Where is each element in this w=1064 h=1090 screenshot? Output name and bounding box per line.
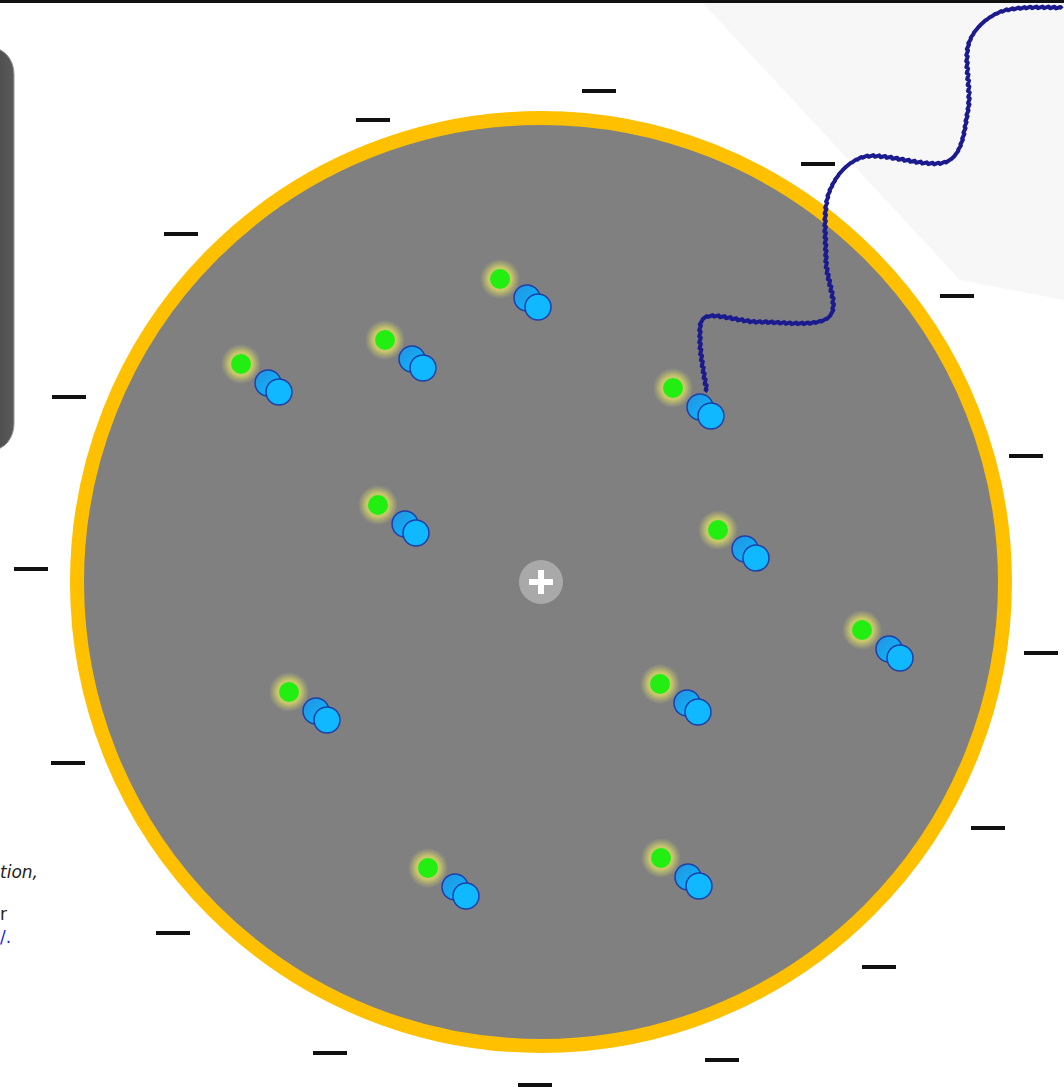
- molecule: [408, 848, 479, 909]
- side-panel: [0, 48, 14, 450]
- molecule-group: [221, 259, 913, 909]
- molecule: [365, 320, 436, 381]
- molecule: [842, 610, 913, 671]
- molecule: [269, 672, 340, 733]
- text-fragment: /.: [0, 927, 11, 947]
- minus-sign: [356, 118, 390, 122]
- minus-sign: [1009, 454, 1043, 458]
- minus-sign: [518, 1083, 552, 1087]
- molecule: [480, 259, 551, 320]
- minus-sign: [862, 965, 896, 969]
- text-fragment: r: [0, 904, 7, 924]
- top-rule: [0, 0, 1064, 3]
- molecule: [641, 838, 712, 899]
- molecule: [221, 344, 292, 405]
- minus-sign: [801, 162, 835, 166]
- minus-sign: [582, 89, 616, 93]
- minus-sign: [940, 294, 974, 298]
- minus-sign: [14, 567, 48, 571]
- molecule: [653, 368, 724, 429]
- minus-sign: [705, 1058, 739, 1062]
- text-fragment: tion,: [0, 862, 38, 882]
- charged-sphere: [77, 118, 1005, 1046]
- minus-sign: [313, 1051, 347, 1055]
- minus-sign: [52, 395, 86, 399]
- molecule: [358, 485, 429, 546]
- minus-sign: [156, 931, 190, 935]
- minus-sign: [1024, 651, 1058, 655]
- minus-sign: [971, 826, 1005, 830]
- negative-charges: [14, 89, 1058, 1087]
- positive-charge: [519, 560, 563, 604]
- minus-sign: [164, 232, 198, 236]
- tether-wire: [699, 7, 1062, 392]
- minus-sign: [51, 761, 85, 765]
- molecule: [698, 510, 769, 571]
- molecule: [640, 664, 711, 725]
